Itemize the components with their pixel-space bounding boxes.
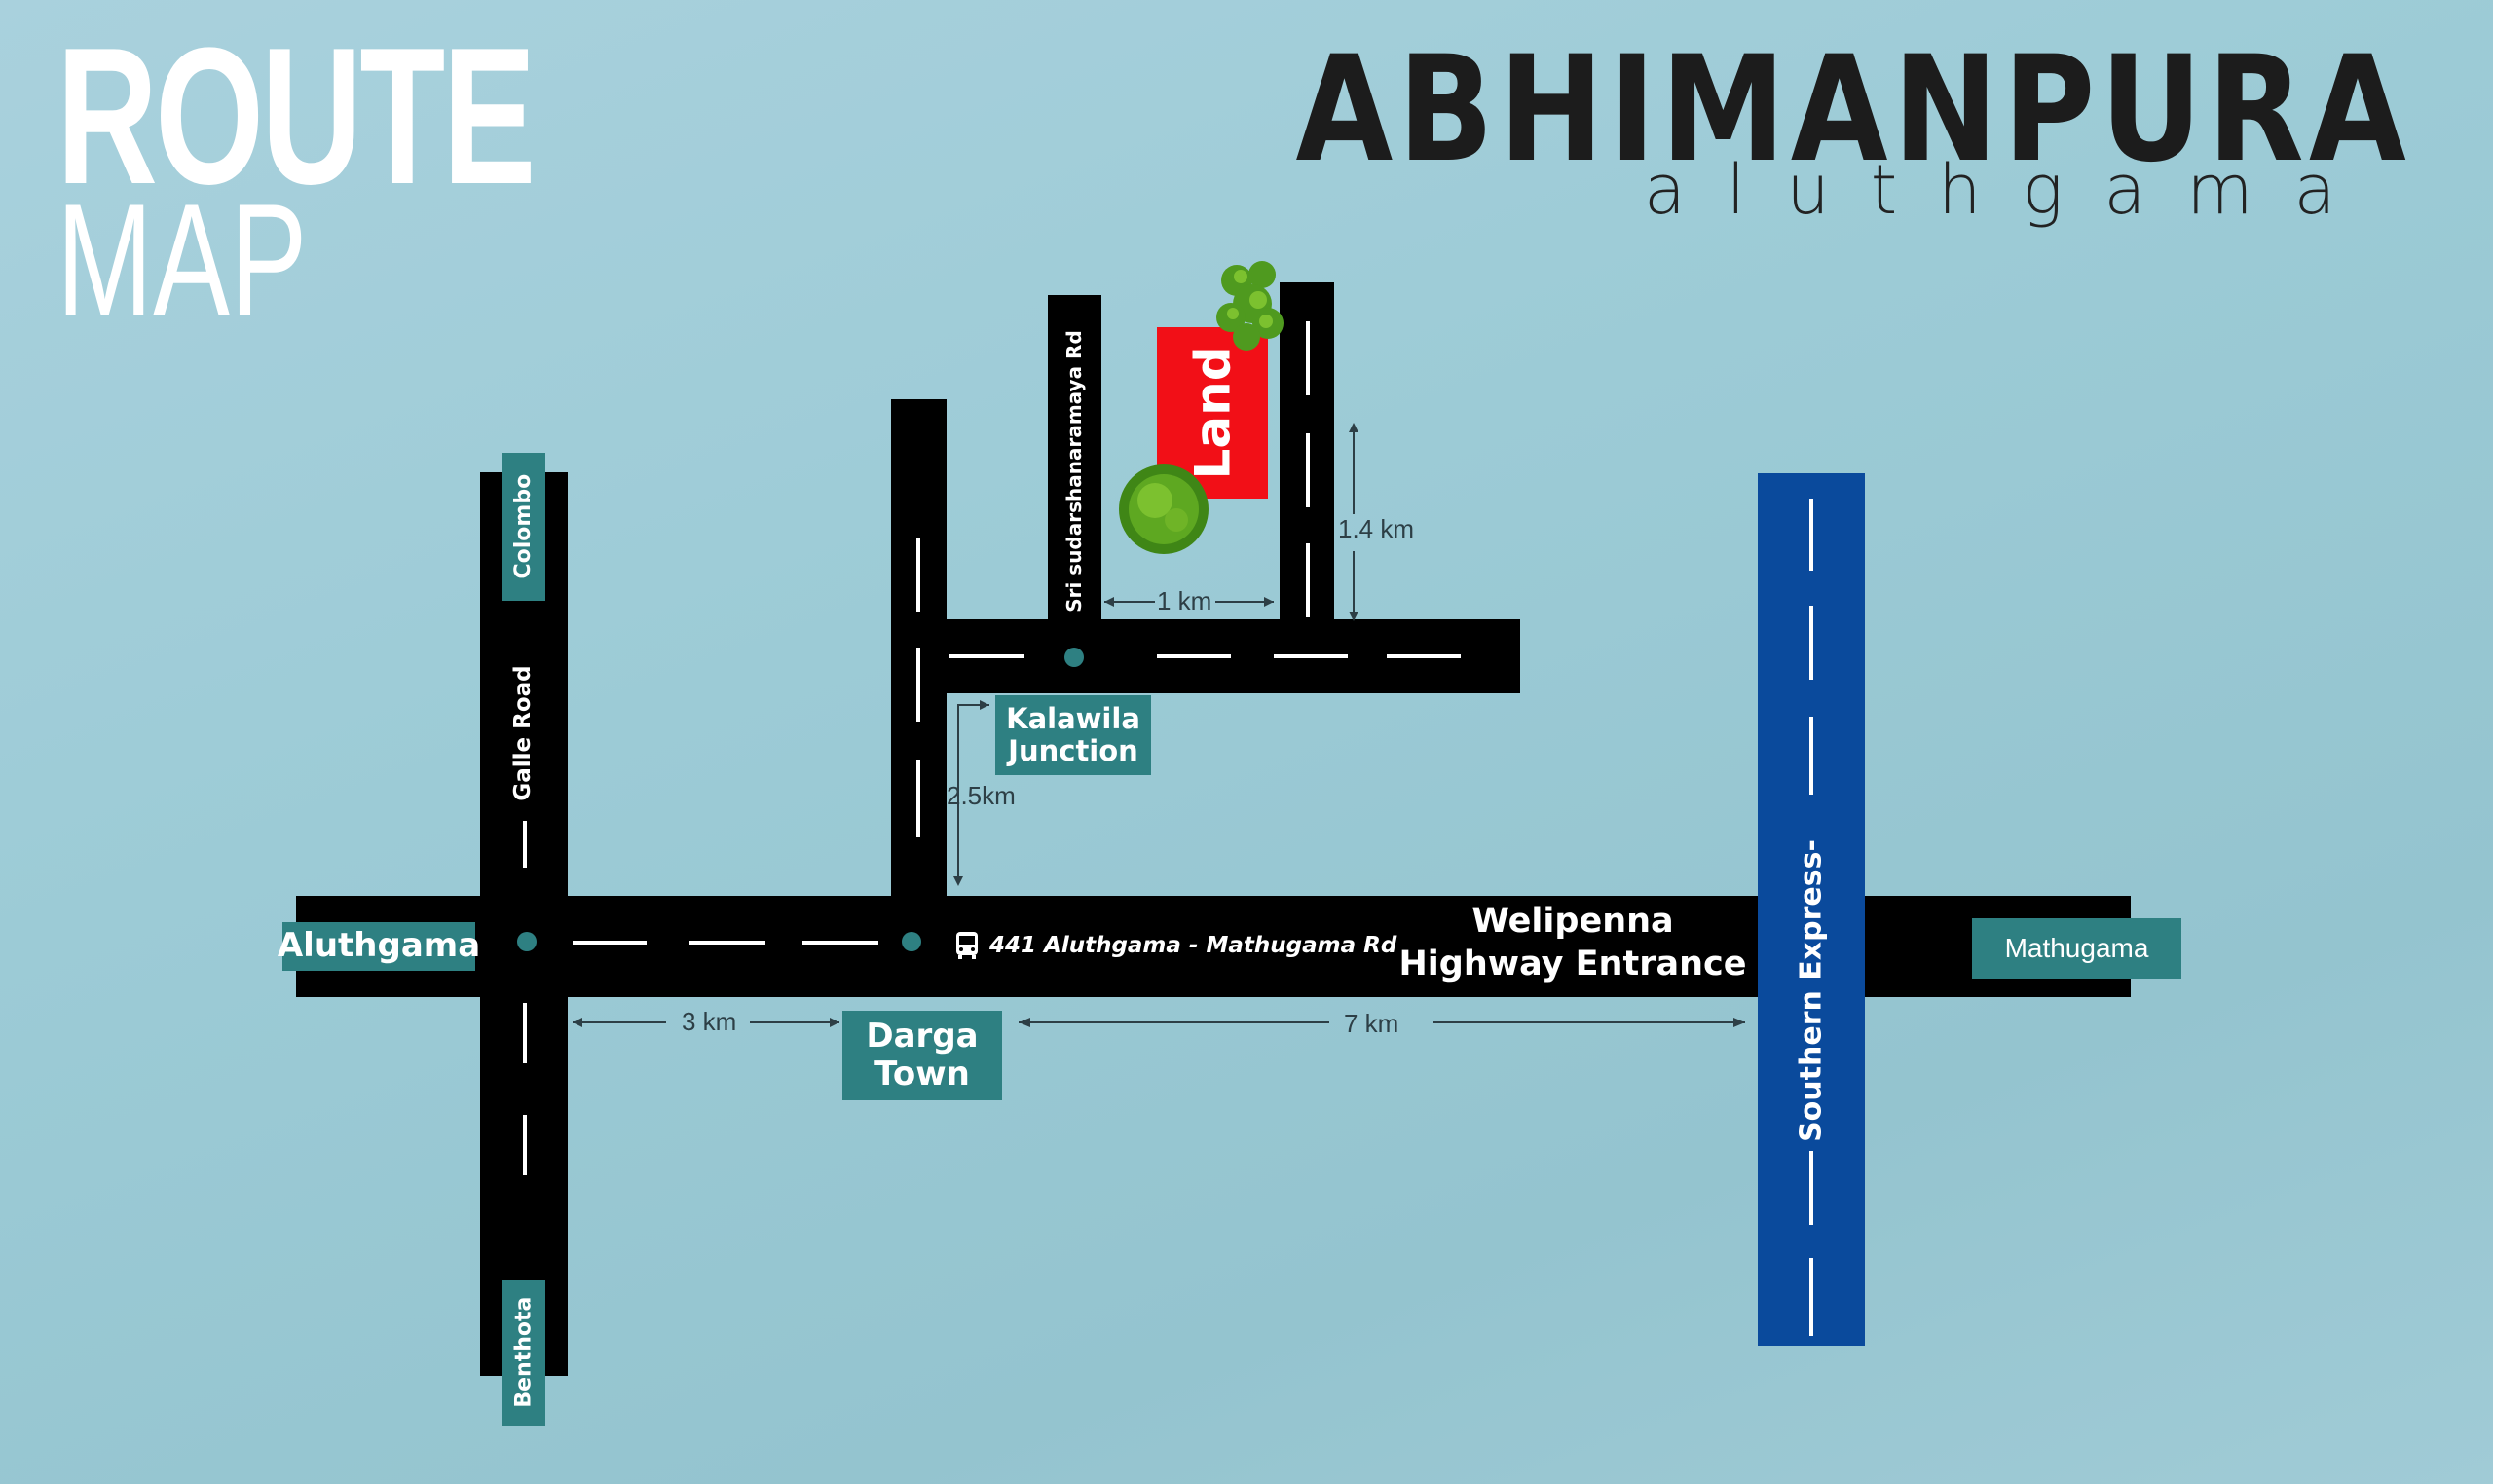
benthota-tag: Benthota	[502, 1280, 545, 1426]
kalawila-junction-tag: Kalawila Junction	[995, 695, 1151, 775]
galle-road	[480, 472, 568, 1376]
brand-subtitle: aluthgama	[1644, 150, 2377, 230]
road-dash	[1306, 543, 1310, 617]
tree-icon	[1119, 464, 1209, 554]
land-label: Land	[1184, 346, 1241, 480]
road-dash	[1809, 606, 1813, 680]
road-dash	[949, 654, 1024, 658]
road-dash	[523, 1003, 527, 1063]
road-dash	[523, 821, 527, 868]
road-dash	[1387, 654, 1461, 658]
sri-sudarshanaramaya-road	[1048, 295, 1101, 626]
darga-town-junction-node	[902, 932, 921, 951]
road-dash	[1274, 654, 1348, 658]
mathugama-tag: Mathugama	[1972, 918, 2181, 979]
road-dash	[1157, 654, 1231, 658]
southern-express-label: Southern Express-	[1794, 839, 1829, 1142]
distance-aluthgama-darga: 3 km	[682, 1007, 737, 1036]
aluthgama-mathugama-road-label: 441 Aluthgama - Mathugama Rd	[952, 930, 1396, 961]
aluthgama-junction-node	[517, 932, 537, 951]
tree-icon	[1216, 261, 1284, 351]
road-dash	[523, 1115, 527, 1175]
road-dash	[1809, 1151, 1813, 1225]
aluthgama-mathugama-road-text: 441 Aluthgama - Mathugama Rd	[989, 933, 1397, 958]
benthota-label: Benthota	[510, 1296, 536, 1408]
road-dash	[916, 648, 920, 722]
distance-land-road: 1.4 km	[1338, 514, 1415, 543]
distance-kalawila-land: 1 km	[1157, 586, 1212, 615]
bus-icon	[956, 932, 978, 959]
map-title: MAP	[56, 170, 308, 350]
colombo-label: Colombo	[510, 474, 536, 579]
road-dash	[802, 941, 878, 945]
aluthgama-tag: Aluthgama	[278, 922, 480, 971]
road-dash	[1306, 433, 1310, 507]
road-dash	[573, 941, 647, 945]
road-dash	[1809, 499, 1813, 571]
galle-road-label: Galle Road	[510, 665, 536, 801]
road-dash	[916, 760, 920, 837]
route-title: ROUTE	[56, 8, 536, 225]
distance-darga-kalawila: 2.5km	[947, 781, 1016, 810]
road-dash	[1809, 1258, 1813, 1336]
road-dash	[1306, 321, 1310, 395]
distance-darga-highway: 7 km	[1344, 1009, 1399, 1038]
welipenna-entrance-label: Welipenna Highway Entrance	[1398, 902, 1747, 983]
road-dash	[916, 538, 920, 612]
darga-town-tag: Darga Town	[842, 1011, 1002, 1100]
road-dash	[1809, 717, 1813, 795]
kalawila-junction-node	[1064, 648, 1084, 667]
colombo-tag: Colombo	[502, 453, 545, 601]
sri-sudarshanaramaya-road-label: Sri sudarshanaramaya Rd	[1062, 330, 1086, 612]
brand-title: ABHIMANPURA	[1295, 25, 2411, 195]
road-dash	[689, 941, 765, 945]
